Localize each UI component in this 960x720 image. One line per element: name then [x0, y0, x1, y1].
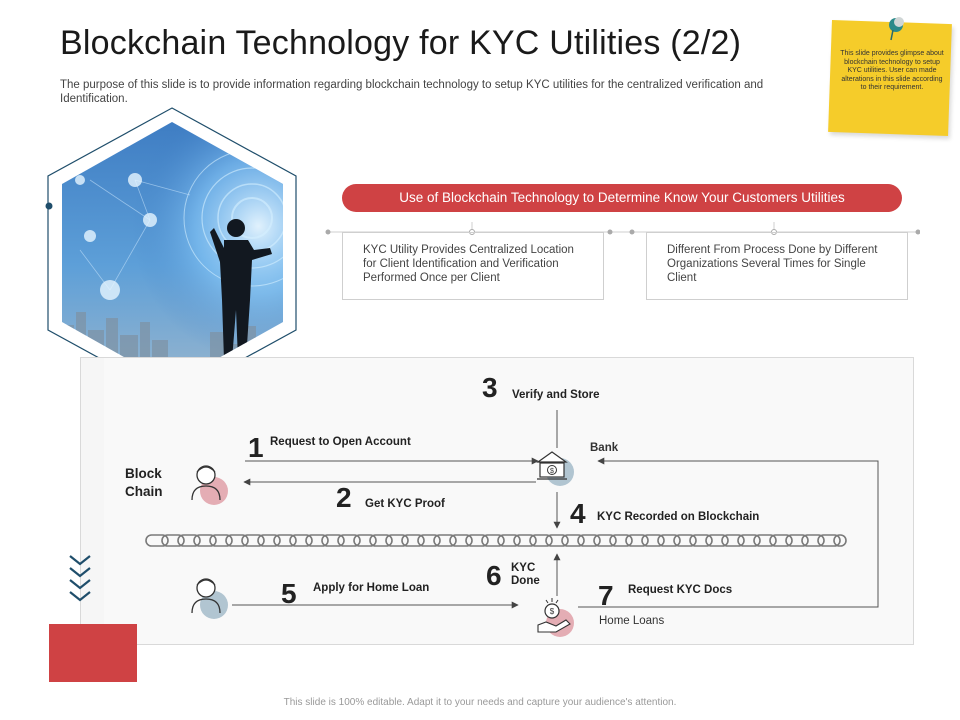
- svg-text:$: $: [550, 607, 555, 616]
- slide-title: Blockchain Technology for KYC Utilities …: [60, 24, 742, 62]
- hexagon-dot-left: [45, 202, 53, 210]
- step-number: 1: [248, 432, 264, 463]
- info-box-different: Different From Process Done by Different…: [646, 232, 908, 300]
- step-number: 7: [598, 580, 614, 611]
- person-icon: [191, 465, 228, 505]
- step-label: Request KYC Docs: [628, 584, 733, 596]
- arrow-request-kyc-docs: [578, 457, 879, 608]
- pushpin-icon: [889, 17, 904, 41]
- technology-person-image: [45, 107, 297, 399]
- hexagon-image-frame: [40, 100, 320, 399]
- step-label: Get KYC Proof: [365, 498, 445, 510]
- step-label: Request to Open Account: [270, 436, 411, 448]
- step-label: Verify and Store: [512, 389, 600, 401]
- info-box-centralized: KYC Utility Provides Centralized Locatio…: [342, 232, 604, 300]
- step-number: 4: [570, 498, 586, 529]
- bank-label: Bank: [590, 442, 619, 454]
- step-number: 6: [486, 560, 502, 591]
- bank-icon: $: [536, 451, 574, 486]
- step-label: KYC Done: [511, 562, 540, 587]
- step-number: 2: [336, 482, 352, 513]
- step-label: Apply for Home Loan: [313, 582, 430, 594]
- step-number: 3: [482, 372, 498, 403]
- home-loans-label: Home Loans: [599, 615, 665, 627]
- slide-footer: This slide is 100% editable. Adapt it to…: [283, 697, 677, 708]
- chevrons-down-icon: [69, 555, 91, 602]
- person-icon: [191, 578, 228, 619]
- step-label: KYC Recorded on Blockchain: [597, 511, 760, 523]
- actor-block-chain-label: Block Chain: [125, 466, 163, 499]
- slide-subtitle: The purpose of this slide is to provide …: [60, 79, 764, 105]
- kyc-flow-panel-inner: [104, 358, 913, 644]
- svg-text:$: $: [550, 468, 554, 475]
- sticky-note-text: This slide provides glimpse about blockc…: [840, 50, 944, 91]
- blockchain-kyc-banner: Use of Blockchain Technology to Determin…: [342, 184, 902, 212]
- step-number: 5: [281, 578, 297, 609]
- home-loan-icon: $: [537, 598, 574, 637]
- decorative-red-block: [49, 624, 137, 682]
- blockchain-chain: [145, 534, 847, 547]
